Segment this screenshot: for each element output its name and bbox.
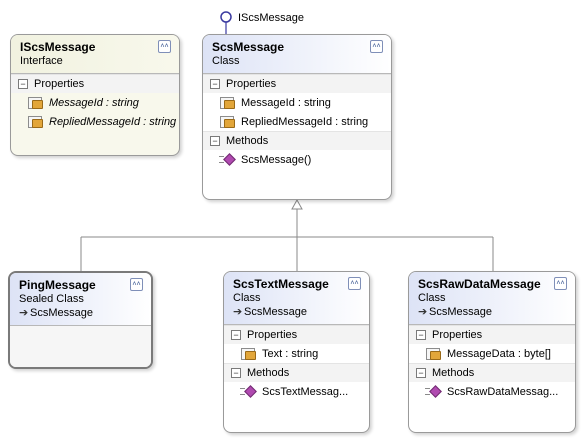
class-stereotype: Sealed Class	[19, 293, 84, 305]
class-title: ScsMessage	[212, 40, 285, 54]
property-label: Text : string	[262, 347, 319, 360]
method-label: ScsRawDataMessag...	[447, 385, 559, 398]
property-icon	[219, 115, 235, 128]
properties-section-header[interactable]: − Properties	[409, 325, 575, 344]
base-class-name: ScsMessage	[30, 307, 93, 319]
property-row[interactable]: MessageId : string	[11, 93, 179, 112]
method-label: ScsTextMessag...	[262, 385, 349, 398]
method-icon	[425, 385, 442, 398]
inherits-arrow-icon: ➔	[418, 306, 428, 318]
inherits-arrow-icon: ➔	[19, 307, 29, 319]
section-label: Properties	[226, 78, 277, 90]
class-stereotype: Class	[233, 292, 261, 304]
base-class-line: ➔ScsMessage	[418, 305, 549, 318]
properties-section-header[interactable]: − Properties	[11, 74, 179, 93]
minus-box-icon[interactable]: −	[416, 330, 426, 340]
class-stereotype: Class	[212, 55, 240, 67]
double-chevron-up-icon[interactable]: ˄˄	[130, 278, 143, 291]
property-label: MessageId : string	[49, 96, 139, 109]
base-class-name: ScsMessage	[244, 306, 307, 318]
class-box-scsrawdatamessage[interactable]: ScsRawDataMessage Class ➔ScsMessage ˄˄ −…	[408, 271, 576, 433]
method-icon	[240, 385, 257, 398]
property-icon	[27, 115, 43, 128]
section-label: Properties	[432, 329, 483, 341]
method-row[interactable]: ScsMessage()	[203, 150, 391, 169]
methods-section-header[interactable]: − Methods	[409, 363, 575, 382]
class-title: ScsTextMessage	[233, 277, 329, 291]
section-label: Properties	[34, 78, 85, 90]
class-box-scsmessage[interactable]: ScsMessage Class ˄˄ − Properties Message…	[202, 34, 392, 200]
minus-box-icon[interactable]: −	[231, 368, 241, 378]
base-class-line: ➔ScsMessage	[233, 305, 343, 318]
property-row[interactable]: MessageId : string	[203, 93, 391, 112]
property-label: RepliedMessageId : string	[49, 115, 177, 128]
double-chevron-up-icon[interactable]: ˄˄	[158, 40, 171, 53]
class-box-pingmessage[interactable]: PingMessage Sealed Class ➔ScsMessage ˄˄	[8, 271, 153, 369]
method-icon	[219, 153, 236, 166]
property-row[interactable]: Text : string	[224, 344, 369, 363]
section-label: Methods	[226, 135, 269, 147]
base-class-line: ➔ScsMessage	[19, 306, 125, 319]
empty-body	[10, 326, 151, 367]
class-title: ScsRawDataMessage	[418, 277, 541, 291]
methods-section-header[interactable]: − Methods	[224, 363, 369, 382]
property-icon	[240, 347, 256, 360]
interface-lollipop: IScsMessage	[220, 11, 304, 36]
double-chevron-up-icon[interactable]: ˄˄	[554, 277, 567, 290]
minus-box-icon[interactable]: −	[210, 136, 220, 146]
properties-section-header[interactable]: − Properties	[224, 325, 369, 344]
inherits-arrow-icon: ➔	[233, 306, 243, 318]
methods-section-header[interactable]: − Methods	[203, 131, 391, 150]
method-label: ScsMessage()	[241, 153, 312, 166]
inheritance-lines	[80, 198, 494, 271]
property-label: MessageData : byte[]	[447, 347, 551, 360]
class-title: PingMessage	[19, 278, 96, 292]
class-header: IScsMessage Interface ˄˄	[11, 35, 179, 74]
class-box-iscsmessage[interactable]: IScsMessage Interface ˄˄ − Properties Me…	[10, 34, 180, 156]
class-header: ScsMessage Class ˄˄	[203, 35, 391, 74]
class-stereotype: Class	[418, 292, 446, 304]
class-header: ScsTextMessage Class ➔ScsMessage ˄˄	[224, 272, 369, 325]
class-title: IScsMessage	[20, 40, 96, 54]
property-row[interactable]: MessageData : byte[]	[409, 344, 575, 363]
class-header: PingMessage Sealed Class ➔ScsMessage ˄˄	[10, 273, 151, 326]
lollipop-label: IScsMessage	[238, 12, 304, 24]
base-class-name: ScsMessage	[429, 306, 492, 318]
property-label: MessageId : string	[241, 96, 331, 109]
section-label: Methods	[432, 367, 475, 379]
minus-box-icon[interactable]: −	[18, 79, 28, 89]
property-icon	[219, 96, 235, 109]
property-icon	[425, 347, 441, 360]
minus-box-icon[interactable]: −	[210, 79, 220, 89]
section-label: Methods	[247, 367, 290, 379]
double-chevron-up-icon[interactable]: ˄˄	[348, 277, 361, 290]
class-header: ScsRawDataMessage Class ➔ScsMessage ˄˄	[409, 272, 575, 325]
property-icon	[27, 96, 43, 109]
method-row[interactable]: ScsRawDataMessag...	[409, 382, 575, 401]
minus-box-icon[interactable]: −	[416, 368, 426, 378]
class-stereotype: Interface	[20, 55, 63, 67]
property-label: RepliedMessageId : string	[241, 115, 369, 128]
lollipop-icon	[220, 11, 232, 23]
property-row[interactable]: RepliedMessageId : string	[203, 112, 391, 131]
inheritance-arrowhead	[291, 198, 303, 210]
method-row[interactable]: ScsTextMessag...	[224, 382, 369, 401]
property-row[interactable]: RepliedMessageId : string	[11, 112, 179, 131]
section-label: Properties	[247, 329, 298, 341]
class-box-scstextmessage[interactable]: ScsTextMessage Class ➔ScsMessage ˄˄ − Pr…	[223, 271, 370, 433]
double-chevron-up-icon[interactable]: ˄˄	[370, 40, 383, 53]
properties-section-header[interactable]: − Properties	[203, 74, 391, 93]
minus-box-icon[interactable]: −	[231, 330, 241, 340]
